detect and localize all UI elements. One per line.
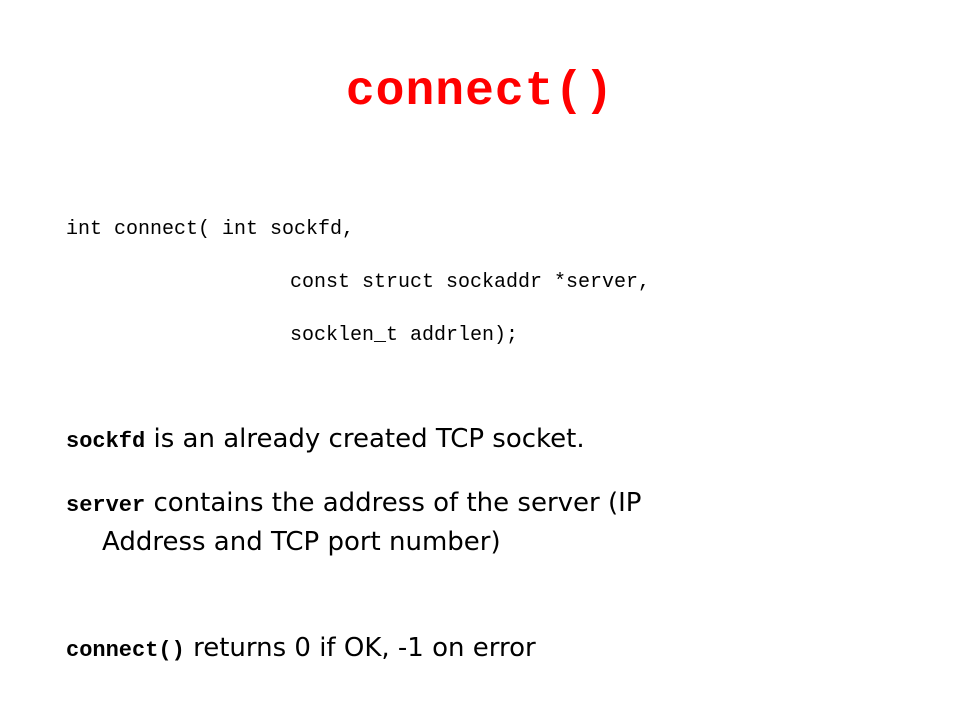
point-server: server contains the address of the serve… [66, 485, 896, 560]
code-line-addrlen-param: socklen_t addrlen); [290, 324, 519, 347]
code-line-signature: int connect( int sockfd, [66, 218, 355, 241]
point-return-keyword: connect() [66, 638, 185, 663]
slide-title: connect() [345, 65, 615, 119]
point-sockfd: sockfd is an already created TCP socket. [66, 421, 896, 460]
point-server-keyword: server [66, 493, 146, 518]
point-sockfd-text: is an already created TCP socket. [145, 424, 585, 454]
code-line-server-param: const struct sockaddr *server, [290, 271, 651, 294]
point-sockfd-keyword: sockfd [66, 429, 146, 454]
point-server-text: contains the address of the server (IP [145, 488, 642, 518]
point-return-value: connect() returns 0 if OK, -1 on error [66, 630, 896, 669]
point-server-text-line2: Address and TCP port number) [102, 527, 501, 557]
point-return-text: returns 0 if OK, -1 on error [184, 633, 536, 663]
